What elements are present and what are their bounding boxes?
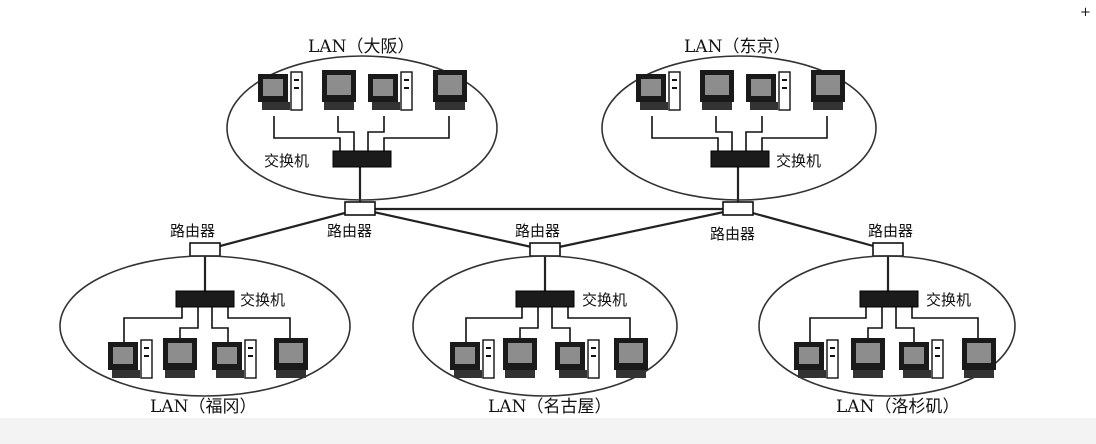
router-label: 路由器 — [710, 225, 755, 243]
lan-title: LAN（福冈） — [150, 397, 256, 417]
router-label: 路由器 — [868, 222, 913, 240]
computer-icon — [746, 71, 791, 111]
computer-icon — [851, 338, 885, 378]
lan-fukuoka: LAN（福冈） 交换机 — [59, 255, 351, 417]
switch — [859, 290, 919, 308]
lan-title: LAN（大阪） — [308, 37, 414, 57]
computer-icon — [212, 339, 257, 379]
computer-icon — [794, 339, 839, 379]
link-tokyo-la — [737, 207, 889, 252]
lan-tokyo: LAN（东京） 交换机 — [601, 37, 877, 201]
link-nagoya-tokyo — [544, 207, 739, 252]
lan-nagoya: LAN（名古屋） 交换机 — [412, 255, 678, 417]
computer-icon — [163, 338, 197, 378]
router-label: 路由器 — [327, 222, 372, 240]
switch-label: 交换机 — [240, 291, 285, 309]
switch — [515, 290, 575, 308]
lan-title: LAN（洛杉矶） — [836, 397, 959, 417]
switch-label: 交换机 — [776, 152, 821, 170]
router: 路由器 — [710, 201, 755, 243]
router: 路由器 — [868, 222, 913, 257]
wan-links — [203, 167, 890, 292]
computer-icon — [258, 71, 303, 111]
lan-title: LAN（东京） — [684, 37, 790, 57]
lan-title: LAN（名古屋） — [488, 397, 611, 417]
computer-icon — [322, 70, 356, 110]
computer-icon — [503, 338, 537, 378]
link-osaka-nagoya — [359, 207, 546, 252]
router: 路由器 — [515, 222, 561, 257]
computer-icon — [108, 339, 153, 379]
link-fukuoka-osaka — [204, 207, 361, 252]
computer-icon — [899, 339, 944, 379]
computer-icon — [700, 70, 734, 110]
lan-osaka: LAN（大阪） 交换机 — [226, 37, 498, 201]
switch — [332, 150, 392, 168]
computer-icon — [636, 71, 681, 111]
switch-label: 交换机 — [582, 291, 627, 309]
computer-icon — [368, 71, 413, 111]
switch — [175, 290, 235, 308]
router: 路由器 — [327, 201, 376, 240]
computer-icon — [811, 70, 845, 110]
computer-icon — [614, 338, 648, 378]
router-label: 路由器 — [170, 222, 215, 240]
bottom-shade — [0, 418, 1096, 444]
corner-mark: + — [1080, 5, 1091, 20]
computer-icon — [274, 338, 308, 378]
computer-icon — [962, 338, 996, 378]
router-label: 路由器 — [515, 222, 560, 240]
switch — [710, 150, 770, 168]
computer-icon — [433, 70, 467, 110]
computer-icon — [555, 339, 600, 379]
router: 路由器 — [170, 222, 221, 257]
switch-label: 交换机 — [264, 152, 309, 170]
computer-icon — [450, 339, 495, 379]
lan-la: LAN（洛杉矶） 交换机 — [758, 255, 1016, 417]
switch-label: 交换机 — [926, 291, 971, 309]
